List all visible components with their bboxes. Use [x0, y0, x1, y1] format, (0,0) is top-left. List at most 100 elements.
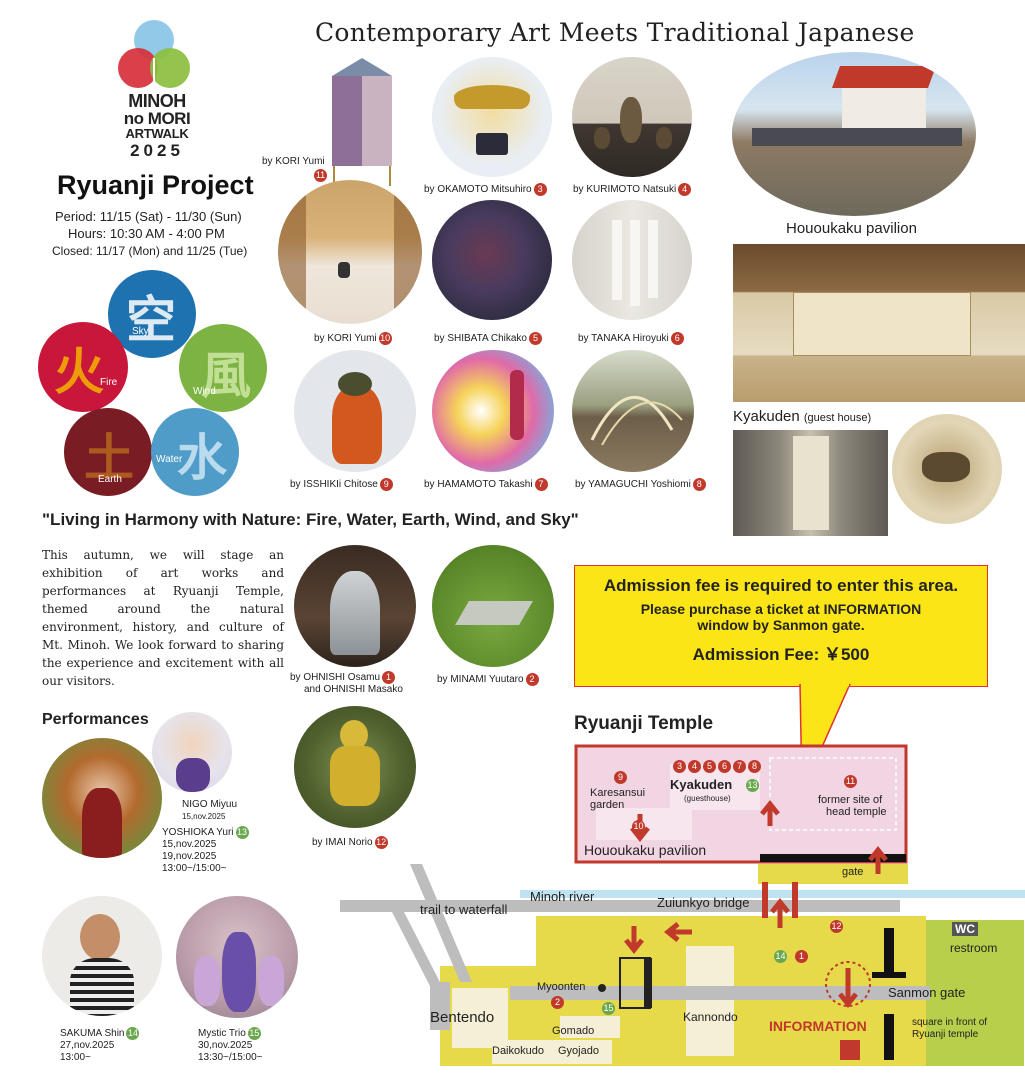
element-earth-kanji: 土 — [84, 430, 134, 486]
metal-sculpture-artwork-image — [294, 545, 416, 667]
map-number-badge: 14 — [774, 950, 787, 963]
element-earth: 土 Earth — [64, 408, 152, 496]
performance-time: 13:30~/15:00~ — [198, 1052, 263, 1064]
kyakuden-interior-image — [733, 244, 1025, 402]
logo-year: 2025 — [130, 141, 184, 160]
artwork-number-badge: 3 — [533, 183, 547, 196]
artist-name: by TANAKA Hiroyuki — [578, 333, 669, 345]
artwork-number-badge: 1 — [382, 671, 396, 684]
element-sky-label: Sky — [132, 326, 149, 337]
map-number-badge: 6 — [718, 760, 731, 773]
performance-date: 19,nov.2025 — [162, 851, 217, 863]
map-number-badge: 11 — [844, 775, 857, 788]
map-trail: trail to waterfall — [420, 902, 508, 917]
square-label: square in front of — [912, 1017, 988, 1028]
artwork-number-badge: 9 — [379, 478, 393, 491]
project-period: Period: 11/15 (Sat) - 11/30 (Sun) — [55, 209, 242, 224]
map-num-14-1: 14 1 — [772, 950, 808, 963]
performance-number-badge: 14 — [126, 1027, 140, 1040]
map-information: INFORMATION — [769, 1018, 867, 1034]
artist-name: by KORI Yumi — [262, 156, 325, 167]
artist-num-11a: 11 — [312, 169, 327, 182]
artist-name: by OKAMOTO Mitsuhiro — [424, 184, 532, 196]
yoshioka-yuri-photo — [42, 738, 162, 858]
element-fire: 火 Fire — [38, 322, 128, 412]
sliding-door-image — [733, 430, 888, 536]
artwalk-logo-icon — [118, 20, 190, 92]
theme-quote: "Living in Harmony with Nature: Fire, Wa… — [42, 510, 579, 529]
map-karesansui-num: 9 — [612, 771, 627, 784]
artwork-number-badge: 10 — [378, 332, 392, 345]
element-sky-kanji: 空 — [126, 292, 176, 348]
artist-caption-11a: by KORI Yumi — [262, 156, 325, 167]
map-number-badge: 1 — [795, 950, 808, 963]
map-kannondo: Kannondo — [683, 1010, 738, 1024]
kyakuden-map-label: Kyakuden — [670, 777, 733, 792]
abstract-painting-artwork-image — [432, 200, 552, 320]
performance-number-badge: 15 — [247, 1027, 261, 1040]
performer-name: YOSHIOKA Yuri — [162, 827, 234, 839]
element-water-kanji: 水 — [177, 430, 227, 486]
admission-line1: Admission fee is required to enter this … — [603, 576, 959, 595]
element-fire-kanji: 火 — [54, 344, 104, 400]
performance-time: 13:00~ — [60, 1052, 91, 1064]
map-number-badge: 12 — [830, 920, 843, 933]
artist-name: by OHNISHI Osamu — [290, 672, 381, 684]
performer-name: NIGO Miyuu — [182, 799, 238, 810]
map-kyakuden-num: 13 — [744, 779, 759, 792]
artist-name: by YAMAGUCHI Yoshiomi — [575, 479, 691, 491]
element-wind: 風 Wind — [179, 324, 267, 412]
map-title: Ryuanji Temple — [574, 713, 714, 734]
golden-bird-artwork-image — [432, 57, 552, 177]
tiger-painting-image — [892, 414, 1002, 524]
map-sanmon-gate: Sanmon gate — [888, 985, 966, 1000]
element-earth-label: Earth — [98, 474, 122, 485]
artwork-number-badge: 4 — [678, 183, 692, 196]
admission-fee: Admission Fee: ￥500 — [692, 645, 870, 664]
project-closed: Closed: 11/17 (Mon) and 11/25 (Tue) — [52, 244, 248, 258]
map-number-badge: 5 — [703, 760, 716, 773]
colorful-painting-artwork-image — [432, 350, 554, 472]
artwork-number-badge: 6 — [670, 332, 684, 345]
performance-time: 13:00~/15:00~ — [162, 863, 227, 875]
admission-notice: Admission fee is required to enter this … — [574, 565, 988, 687]
map-pavilion-num: 10 — [630, 820, 645, 833]
map-kyakuden-sub: (guesthouse) — [684, 794, 731, 803]
lantern-artwork-image — [332, 58, 392, 186]
element-water: 水 Water — [151, 408, 239, 496]
performer-name: Mystic Trio — [198, 1028, 246, 1040]
kyakuden-label: Kyakuden — [733, 408, 800, 425]
map-bridge: Zuiunkyo bridge — [657, 895, 750, 910]
corridor-artwork-image — [278, 180, 422, 324]
artist-name-second: and OHNISHI Masako — [304, 684, 403, 696]
map-gomado: Gomado — [552, 1025, 595, 1037]
artist-name: by KORI Yumi — [314, 333, 377, 345]
map-pavilion: Hououkaku pavilion — [584, 842, 707, 858]
performances-title: Performances — [42, 711, 149, 728]
map-number-badge: 9 — [614, 771, 627, 784]
admission-line2: Please purchase a ticket at INFORMATION — [640, 601, 922, 617]
karesansui-label: Karesansui — [590, 787, 646, 799]
admission-line3: window by Sanmon gate. — [697, 617, 865, 633]
map-number-badge: 15 — [602, 1002, 615, 1015]
logo-line2: no MORI — [123, 109, 191, 128]
logo-line1: MINOH — [128, 91, 186, 111]
logo-wordmark: MINOH no MORI ARTWALK 2025 — [116, 92, 198, 159]
pavilion-caption: Hououkaku pavilion — [786, 220, 917, 237]
kyakuden-sub-label: (guest house) — [803, 412, 872, 424]
performance-date: 15,nov.2025 — [182, 812, 226, 821]
hououkaku-pavilion-image — [732, 52, 976, 216]
element-wind-label: Wind — [193, 386, 216, 397]
